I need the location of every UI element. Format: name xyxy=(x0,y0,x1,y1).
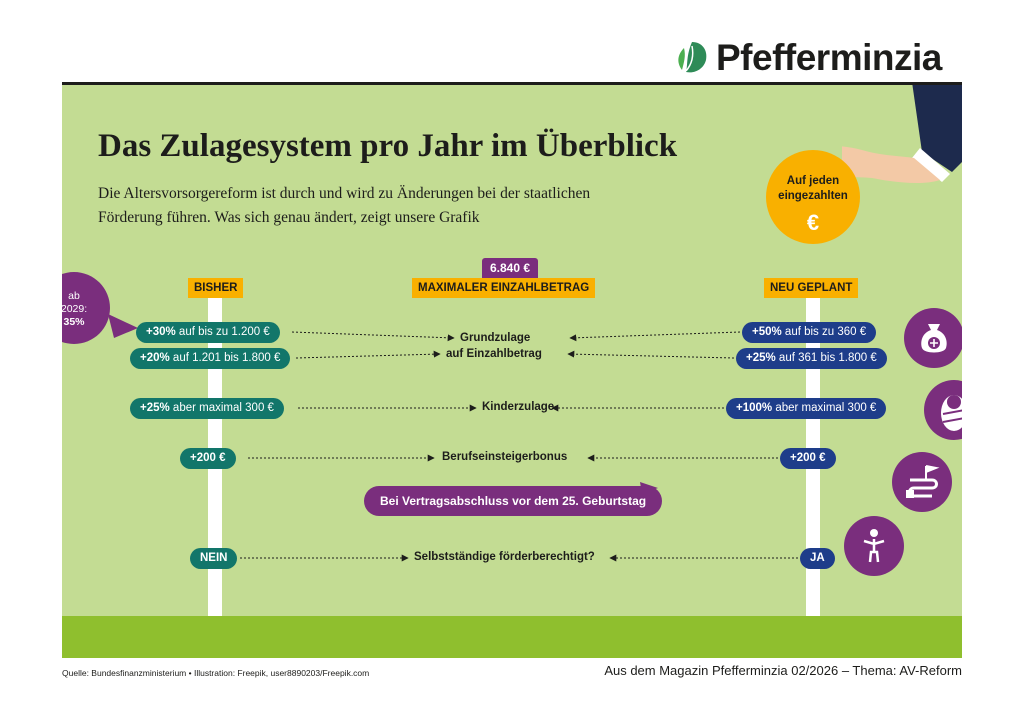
grundzulage-bisher-2: +20% auf 1.201 bis 1.800 € xyxy=(130,348,291,369)
speech-bubble: ab 2029: 35% xyxy=(62,272,110,344)
page-title: Das Zulagesystem pro Jahr im Überblick xyxy=(98,128,678,164)
bubble-line1: ab xyxy=(68,290,80,302)
euro-icon: € xyxy=(806,210,820,235)
kinderzulage-neu: +100% aber maximal 300 € xyxy=(726,398,887,419)
berufseinsteigerbonus-label: Berufseinsteigerbonus xyxy=(442,451,568,463)
selbststaendige-label: Selbstständige förderberechtigt? xyxy=(414,551,595,563)
selbststaendige-bisher: NEIN xyxy=(190,548,238,569)
career-path-icon xyxy=(892,452,952,512)
grundzulage-neu-2: +25% auf 361 bis 1.800 € xyxy=(736,348,887,369)
baby-icon xyxy=(924,380,962,440)
grundzulage-neu-1: +50% auf bis zu 360 € xyxy=(742,322,877,343)
grundzulage-bisher-1: +30% auf bis zu 1.200 € xyxy=(136,322,280,343)
mint-leaf-icon xyxy=(678,42,707,73)
amount-badge: 6.840 € xyxy=(482,258,539,279)
vertragsabschluss-note: Bei Vertragsabschluss vor dem 25. Geburt… xyxy=(364,486,663,516)
infographic-panel: Das Zulagesystem pro Jahr im Überblick D… xyxy=(62,82,962,658)
bubble-line2: 2029: xyxy=(62,303,88,315)
einzahlbetrag-label: auf Einzahlbetrag xyxy=(446,348,542,360)
coin-line2: eingezahlten xyxy=(778,190,848,202)
panel-footer-band xyxy=(62,616,962,658)
header-maximaler-einzahlbetrag: MAXIMALER EINZAHLBETRAG xyxy=(412,278,596,298)
bubble-line3: 35% xyxy=(63,316,85,328)
brand-logo[interactable]: Pfefferminzia xyxy=(672,36,942,80)
top-rule xyxy=(62,82,962,85)
magazine-credit: Aus dem Magazin Pfefferminzia 02/2026 – … xyxy=(604,663,962,678)
header-neu-geplant: NEU GEPLANT xyxy=(764,278,859,298)
kinderzulage-bisher: +25% aber maximal 300 € xyxy=(130,398,284,419)
berufseinsteigerbonus-neu: +200 € xyxy=(780,448,836,469)
source-credit: Quelle: Bundesfinanzministerium • Illust… xyxy=(62,668,370,678)
money-bag-icon xyxy=(904,308,962,368)
person-icon xyxy=(844,516,904,576)
berufseinsteigerbonus-bisher: +200 € xyxy=(180,448,236,469)
selbststaendige-neu: JA xyxy=(800,548,835,569)
coin-badge: Auf jeden eingezahlten € xyxy=(766,150,860,244)
header-bisher: BISHER xyxy=(188,278,244,298)
brand-name: Pfefferminzia xyxy=(716,37,942,78)
kinderzulage-label: Kinderzulage xyxy=(482,401,555,413)
page-subtitle: Die Altersvorsorgereform ist durch und w… xyxy=(98,185,591,226)
coin-line1: Auf jeden xyxy=(786,175,840,187)
hand-illustration xyxy=(842,82,962,184)
grundzulage-label: Grundzulage xyxy=(460,332,531,344)
